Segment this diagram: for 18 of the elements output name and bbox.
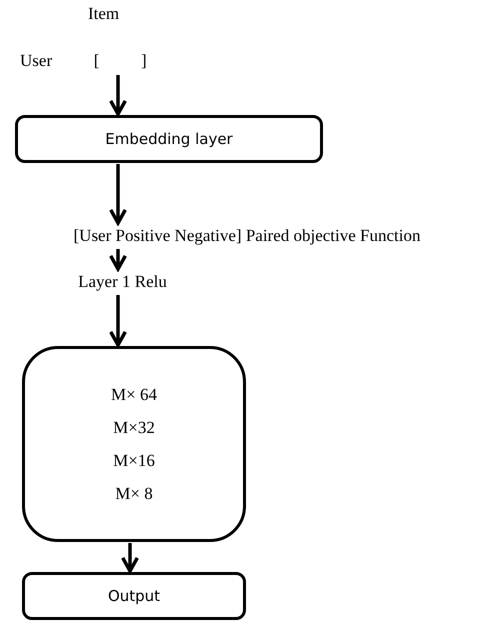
input-text: User [ ] — [20, 51, 147, 71]
arrow — [120, 543, 140, 573]
box-label: M×16 — [113, 450, 155, 470]
box-label: Embedding layer — [105, 130, 233, 148]
arrow — [108, 75, 128, 116]
item-label: Item — [88, 4, 120, 24]
box-label: M×32 — [113, 418, 155, 438]
box-label: Output — [108, 587, 160, 605]
layer-text: Layer 1 Relu — [78, 272, 167, 292]
arrow — [108, 249, 128, 271]
arrow — [108, 164, 128, 225]
box-label: M× 8 — [115, 484, 153, 504]
box-label: M× 64 — [111, 384, 157, 404]
layer-stack-box — [22, 346, 246, 542]
objective-text: [User Positive Negative] Paired objective Function — [74, 226, 420, 246]
arrow — [108, 295, 128, 347]
process-box — [15, 115, 323, 163]
output-box — [22, 572, 246, 620]
